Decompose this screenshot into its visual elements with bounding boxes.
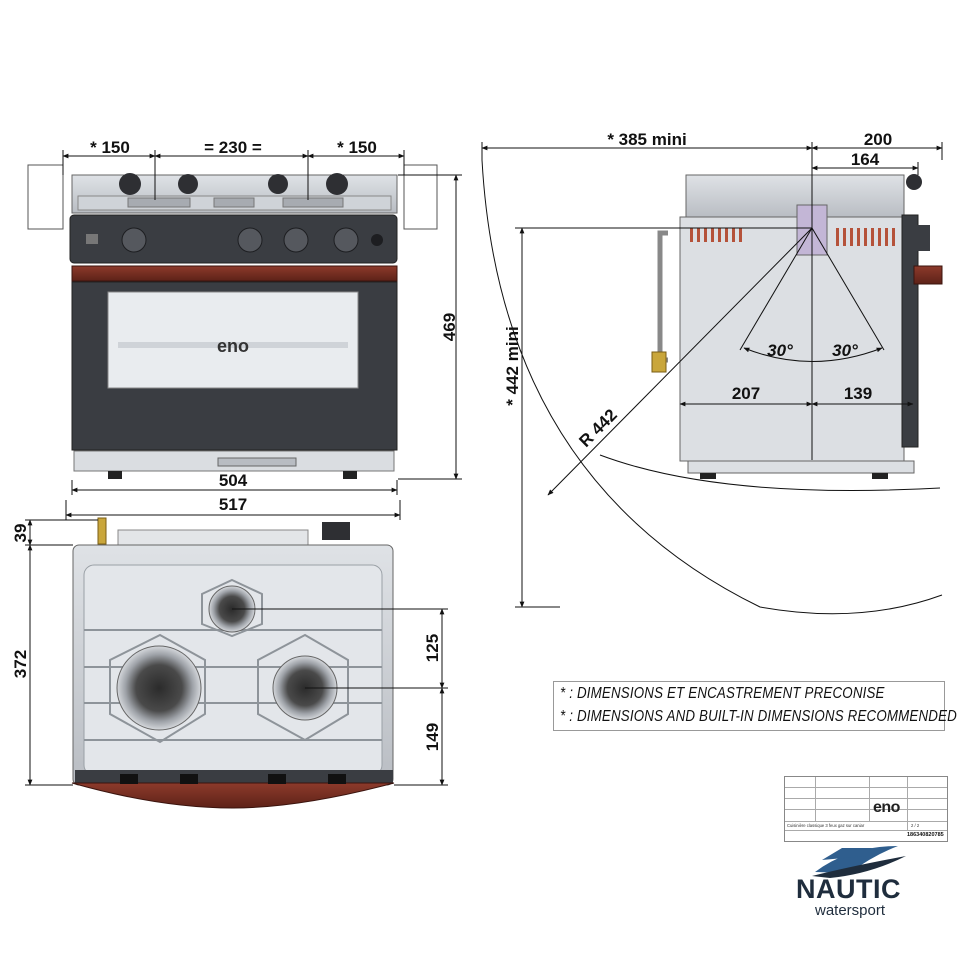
left-spacer-block — [27, 164, 64, 230]
front-view: eno — [27, 164, 438, 479]
control-knob-icon — [237, 227, 263, 253]
top-dimensions — [25, 519, 448, 786]
wood-trim — [71, 265, 398, 282]
burner-knob-icon — [268, 174, 288, 194]
top-knobs — [119, 173, 348, 195]
dim-top-offset: 39 — [11, 524, 30, 543]
note-line-fr: * : DIMENSIONS ET ENCASTREMENT PRECONISE — [560, 685, 885, 702]
dim-top-depth: 372 — [11, 650, 30, 678]
gas-connector-icon — [97, 517, 107, 545]
dim-front-burner: 149 — [423, 723, 442, 751]
front-left-burner-icon — [116, 645, 202, 731]
gauge-icon — [86, 234, 98, 244]
side-knob-icon — [906, 174, 922, 190]
control-panel — [69, 214, 398, 264]
front-dimensions — [62, 150, 462, 520]
dim-right-burner: * 150 — [337, 138, 377, 157]
side-dimensions — [481, 142, 943, 615]
title-block-product: Cuisinière classique 3 feux gaz sur cani… — [787, 823, 865, 828]
right-spacer-block — [403, 164, 438, 230]
oven-window — [107, 291, 359, 389]
side-view — [651, 174, 943, 479]
burner-knob-icon — [178, 174, 198, 194]
title-block-page: 2 / 2 — [911, 823, 920, 828]
dim-center: = 230 = — [204, 138, 262, 157]
dim-depth: * 385 mini — [607, 130, 686, 149]
angle-right: 30° — [832, 341, 858, 360]
control-knob-icon — [333, 227, 359, 253]
dim-right-pivot: 139 — [844, 384, 872, 403]
top-view-wood-trim — [71, 782, 395, 809]
title-block-logo: eno — [873, 799, 900, 816]
igniter-button-icon — [371, 234, 383, 246]
burner-knob-icon — [119, 173, 141, 195]
boat-logo-icon — [812, 846, 906, 878]
dim-top-right: 200 — [864, 130, 892, 149]
vent-slots — [690, 228, 895, 246]
title-block-reference: 186340820785 — [907, 832, 944, 838]
dim-left-burner: * 150 — [90, 138, 130, 157]
brand-logo: eno — [217, 336, 249, 356]
control-knob-icon — [283, 227, 309, 253]
dim-left-pivot: 207 — [732, 384, 760, 403]
dim-top-right-inner: 164 — [851, 150, 880, 169]
dim-height: 469 — [440, 313, 459, 341]
dim-burner-spacing: 125 — [423, 634, 442, 662]
regulator-icon — [322, 522, 350, 540]
dim-outer-width: 517 — [219, 495, 247, 514]
top-burner-row — [127, 197, 344, 208]
top-view — [71, 517, 395, 809]
note-line-en: * : DIMENSIONS AND BUILT-IN DIMENSIONS R… — [560, 708, 957, 725]
dim-inner-width: 504 — [219, 471, 248, 490]
title-block: eno Cuisinière classique 3 feux gaz sur … — [784, 776, 948, 842]
burner-knob-icon — [326, 173, 348, 195]
brand-tagline: watersport — [815, 902, 886, 919]
brand-name: NAUTIC — [796, 874, 901, 904]
dimension-notes: * : DIMENSIONS ET ENCASTREMENT PRECONISE… — [553, 681, 957, 731]
angle-left: 30° — [767, 341, 793, 360]
control-knob-icon — [121, 227, 147, 253]
control-knobs — [86, 227, 383, 253]
dim-height-mini: * 442 mini — [503, 326, 522, 405]
